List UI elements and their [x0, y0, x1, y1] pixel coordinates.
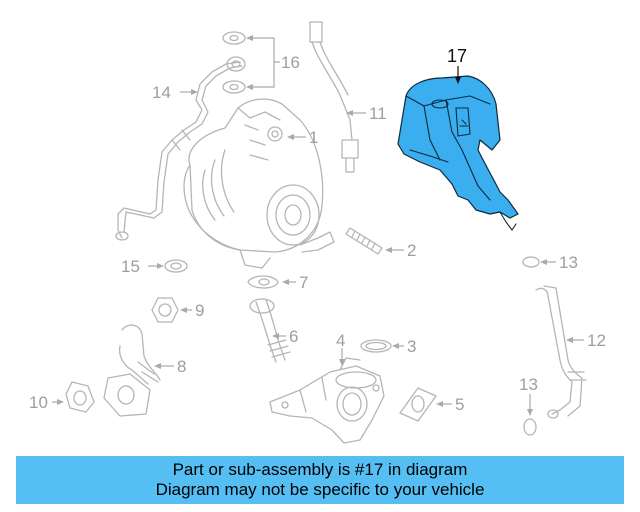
callout-10: 10	[29, 393, 48, 412]
washer-part	[164, 259, 188, 273]
sensor-part	[309, 21, 359, 173]
callout-7: 7	[299, 273, 308, 292]
callout-6: 6	[289, 327, 298, 346]
gasket-ring-part	[360, 339, 392, 353]
oil-feed-line-part	[115, 61, 243, 241]
o-ring-upper-part	[522, 256, 540, 268]
callout-labels: 1 2 3 4 5 6 7 8 9 10 11 12 13 13 14 15 1…	[29, 46, 606, 414]
callout-8: 8	[177, 357, 186, 376]
callout-16: 16	[281, 53, 300, 72]
egr-gasket-lower-part	[65, 381, 95, 413]
callout-15: 15	[121, 257, 140, 276]
o-ring-lower-part	[523, 418, 537, 436]
callout-14: 14	[152, 83, 171, 102]
callout-17: 17	[447, 46, 467, 66]
flange-gasket-part	[399, 387, 437, 422]
callout-4: 4	[336, 331, 345, 350]
coolant-tube-part	[535, 285, 587, 419]
callout-12: 12	[587, 331, 606, 350]
callout-11: 11	[369, 104, 387, 123]
banjo-washers-part	[222, 31, 246, 94]
info-banner: Part or sub-assembly is #17 in diagram D…	[16, 456, 624, 504]
banner-line-1: Part or sub-assembly is #17 in diagram	[172, 460, 468, 479]
callout-1: 1	[309, 128, 318, 147]
egr-tube-part	[103, 324, 161, 417]
oil-return-tube-part	[249, 298, 291, 363]
exhaust-manifold-part	[269, 357, 385, 444]
callout-13-lower: 13	[519, 375, 538, 394]
banner-line-2: Diagram may not be specific to your vehi…	[155, 480, 485, 499]
stud-part	[345, 227, 383, 255]
callout-2: 2	[407, 241, 416, 260]
callout-3: 3	[407, 337, 416, 356]
callout-13-upper: 13	[559, 253, 578, 272]
oil-gasket-part	[247, 275, 279, 289]
parts-diagram: 1 2 3 4 5 6 7 8 9 10 11 12 13 13 14 15 1…	[29, 21, 606, 444]
callout-5: 5	[455, 395, 464, 414]
leader-lines	[52, 35, 584, 416]
turbocharger-part	[183, 98, 335, 269]
callout-9: 9	[195, 301, 204, 320]
heat-shield-part[interactable]	[397, 75, 519, 231]
egr-gasket-upper-part	[151, 297, 179, 323]
